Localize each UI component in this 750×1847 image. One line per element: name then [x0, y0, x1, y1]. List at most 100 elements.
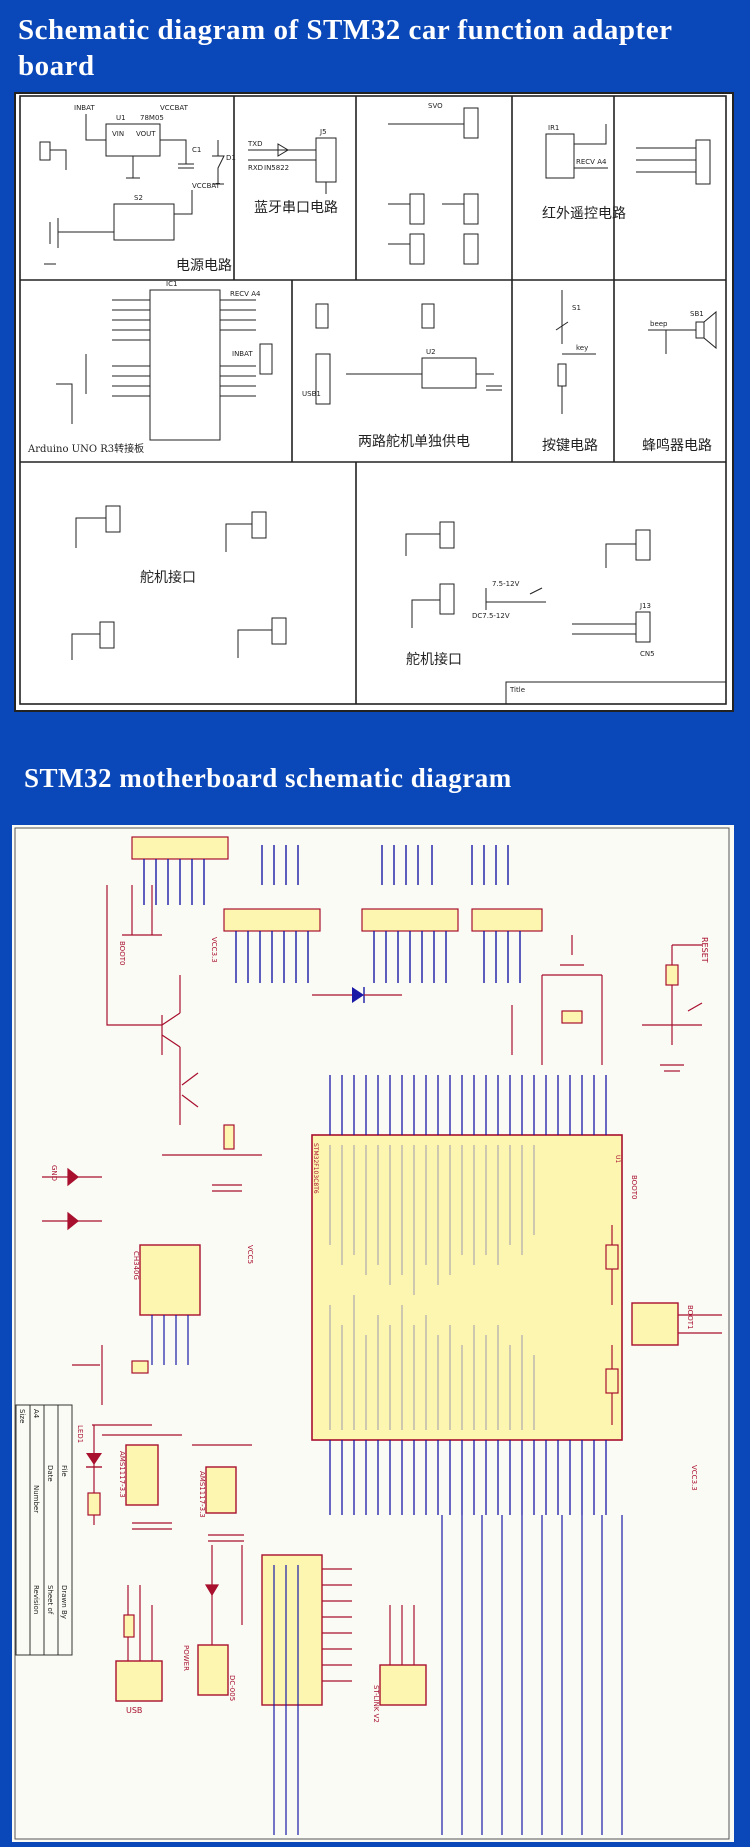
label-inbat-2: INBAT	[232, 350, 253, 358]
label-u2: U2	[426, 348, 436, 356]
section-power: 电源电路	[176, 258, 232, 274]
label-ir1: IR1	[548, 124, 559, 132]
label-rxd: RXD	[248, 164, 263, 172]
label-vcc5: VCC5	[246, 1245, 254, 1264]
tb-number: Number	[32, 1485, 40, 1513]
label-u1: U1	[116, 114, 126, 122]
tb-date: Date	[46, 1465, 54, 1482]
bluetooth-circuit	[248, 137, 337, 194]
label-vccbat: VCCBAT	[160, 104, 189, 112]
section-buzzer: 蜂鸣器电路	[642, 437, 712, 454]
button-circuit	[555, 290, 596, 414]
label-vin: VIN	[112, 130, 124, 138]
section-button: 按键电路	[542, 438, 598, 454]
label-ams1117-a: AMS1117-3.3	[118, 1451, 126, 1498]
label-power: POWER	[182, 1645, 190, 1671]
label-vcc33-right: VCC3.3	[690, 1465, 698, 1491]
label-led1: LED1	[76, 1425, 84, 1443]
label-cn5: CN5	[640, 650, 655, 658]
servo-interfaces-right	[405, 521, 651, 643]
label-beep: beep	[650, 320, 668, 328]
power-circuit	[39, 114, 225, 265]
label-stlink: ST-LINK V2	[372, 1685, 380, 1723]
title-block-label: Title	[509, 686, 525, 694]
zener-diodes	[42, 1167, 102, 1231]
label-d1: D1	[226, 154, 236, 162]
bottom-banner: STM32 motherboard schematic diagram	[0, 760, 750, 796]
label-txd: TXD	[247, 140, 262, 148]
label-recv: RECV A4	[576, 158, 607, 166]
label-vout: VOUT	[136, 130, 156, 138]
label-inbat: INBAT	[74, 104, 95, 112]
arduino-circuit	[56, 289, 273, 441]
sheet-title-block: Size A4 Date File Number Revision Sheet …	[15, 1404, 73, 1656]
label-j5: J5	[319, 128, 327, 136]
mcu-chip	[311, 1134, 623, 1441]
ultrasonic-connector	[636, 139, 711, 185]
label-dc: DC7.5-12V	[472, 612, 510, 620]
adapter-board-schematic: INBAT VCCBAT U1 78M05 VIN VOUT C1 D1 S2 …	[14, 92, 734, 712]
label-boot1: BOOT1	[686, 1305, 694, 1329]
mcu-pins-top	[329, 1075, 607, 1135]
label-boot0: BOOT0	[118, 941, 126, 965]
tb-file: File	[60, 1465, 68, 1477]
usb-connector: USB	[115, 1585, 163, 1715]
label-usb: USB	[126, 1706, 142, 1715]
section-bluetooth: 蓝牙串口电路	[254, 200, 338, 216]
left-circuits	[106, 885, 262, 1192]
tb-revision: Revision	[32, 1585, 40, 1614]
section-ir: 红外遥控电路	[542, 206, 626, 222]
motherboard-svg: RESET U1 STM32F103C8T6	[12, 825, 734, 1842]
label-key: key	[576, 344, 588, 352]
label-vccbat-2: VCCBAT	[192, 182, 221, 190]
label-dc005: DC-005	[228, 1675, 236, 1701]
top-banner-title: Schematic diagram of STM32 car function …	[18, 14, 672, 82]
bottom-banner-title: STM32 motherboard schematic diagram	[24, 763, 512, 793]
label-c1: C1	[192, 146, 201, 154]
servo-connectors-top	[388, 107, 479, 265]
top-banner: Schematic diagram of STM32 car function …	[0, 12, 738, 84]
ir-circuit	[545, 124, 608, 179]
servo-power-circuit	[315, 303, 502, 405]
label-j13: J13	[639, 602, 651, 610]
mcu-ref: U1	[614, 1155, 621, 1163]
label-in5822: IN5822	[264, 164, 289, 172]
top-headers	[131, 836, 543, 983]
label-usb1: USB1	[302, 390, 321, 398]
label-recv-2: RECV A4	[230, 290, 261, 298]
label-vcc33-top: VCC3.3	[210, 937, 218, 963]
tb-size: Size	[18, 1409, 26, 1423]
label-gnd-left: GND	[50, 1165, 58, 1181]
section-servo-right: 舵机接口	[406, 651, 462, 668]
section-arduino: Arduino UNO R3转接板	[27, 442, 144, 455]
bottom-pin-bus	[273, 1515, 623, 1835]
section-servo-left: 舵机接口	[140, 569, 196, 586]
power-led-top	[312, 987, 402, 1003]
label-s1: S1	[572, 304, 581, 312]
title-block	[505, 681, 727, 705]
servo-interfaces-left	[71, 505, 287, 660]
power-connector: POWER DC-005	[182, 1545, 243, 1701]
label-voltage: 7.5-12V	[492, 580, 520, 588]
label-boot0-right: BOOT0	[630, 1175, 638, 1199]
ch340-crystal	[72, 1345, 152, 1426]
boot-connector: BOOT1 BOOT0	[605, 1175, 722, 1425]
regulators: AMS1117-3.3 AMS1117-3.3	[102, 1434, 252, 1542]
crystal-circuit	[511, 935, 603, 1065]
motherboard-schematic: RESET U1 STM32F103C8T6	[12, 825, 734, 1842]
mcu-pin-labels	[329, 1145, 535, 1430]
tb-a4: A4	[32, 1409, 40, 1419]
label-ic1: IC1	[166, 280, 177, 288]
tb-sheet: Sheet of	[46, 1585, 54, 1615]
label-sb1: SB1	[690, 310, 704, 318]
mcu-part: STM32F103C8T6	[312, 1143, 319, 1194]
led2	[86, 1425, 102, 1525]
section-servo-power: 两路舵机单独供电	[358, 434, 470, 450]
adapter-board-svg: INBAT VCCBAT U1 78M05 VIN VOUT C1 D1 S2 …	[19, 95, 727, 705]
label-reset: RESET	[700, 937, 709, 963]
label-ams1117-b: AMS1117-3.3	[198, 1471, 206, 1518]
label-svo: SVO	[428, 102, 443, 110]
label-s2: S2	[134, 194, 143, 202]
label-ch340: CH340G	[132, 1251, 140, 1280]
label-78m05: 78M05	[140, 114, 164, 122]
